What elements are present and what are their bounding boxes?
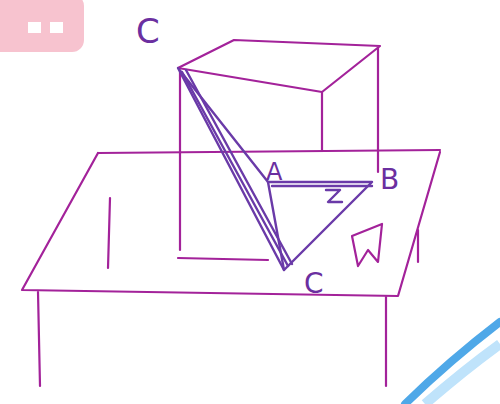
triangle-outline <box>178 68 372 270</box>
cursor-icon <box>352 224 382 266</box>
point-label: C <box>136 14 160 48</box>
logo-mark <box>50 22 63 33</box>
cube-edge <box>178 258 268 260</box>
corner-stroke <box>425 344 500 404</box>
cube-edge <box>179 72 181 250</box>
table-leg <box>417 230 419 262</box>
table-edge <box>22 152 440 296</box>
triangle <box>178 68 372 270</box>
triangle-edge <box>186 70 292 264</box>
table-leg <box>108 198 110 268</box>
point-label: C <box>304 270 324 298</box>
triangle-edge <box>268 182 284 270</box>
logo-mark <box>28 22 41 33</box>
triangle-edge <box>272 185 372 187</box>
corner-stroke <box>405 322 500 404</box>
logo-blob <box>0 0 84 52</box>
cube-top <box>178 40 380 92</box>
table-leg <box>38 292 40 386</box>
angle-mark <box>326 190 342 202</box>
cube-edge <box>377 48 379 172</box>
cube-edge <box>321 92 323 150</box>
point-label: A <box>266 160 282 184</box>
triangle-edge <box>182 72 288 266</box>
table-and-cube <box>22 40 440 386</box>
point-label: B <box>380 166 399 194</box>
table-edge <box>98 150 440 153</box>
table-leg <box>385 297 387 386</box>
